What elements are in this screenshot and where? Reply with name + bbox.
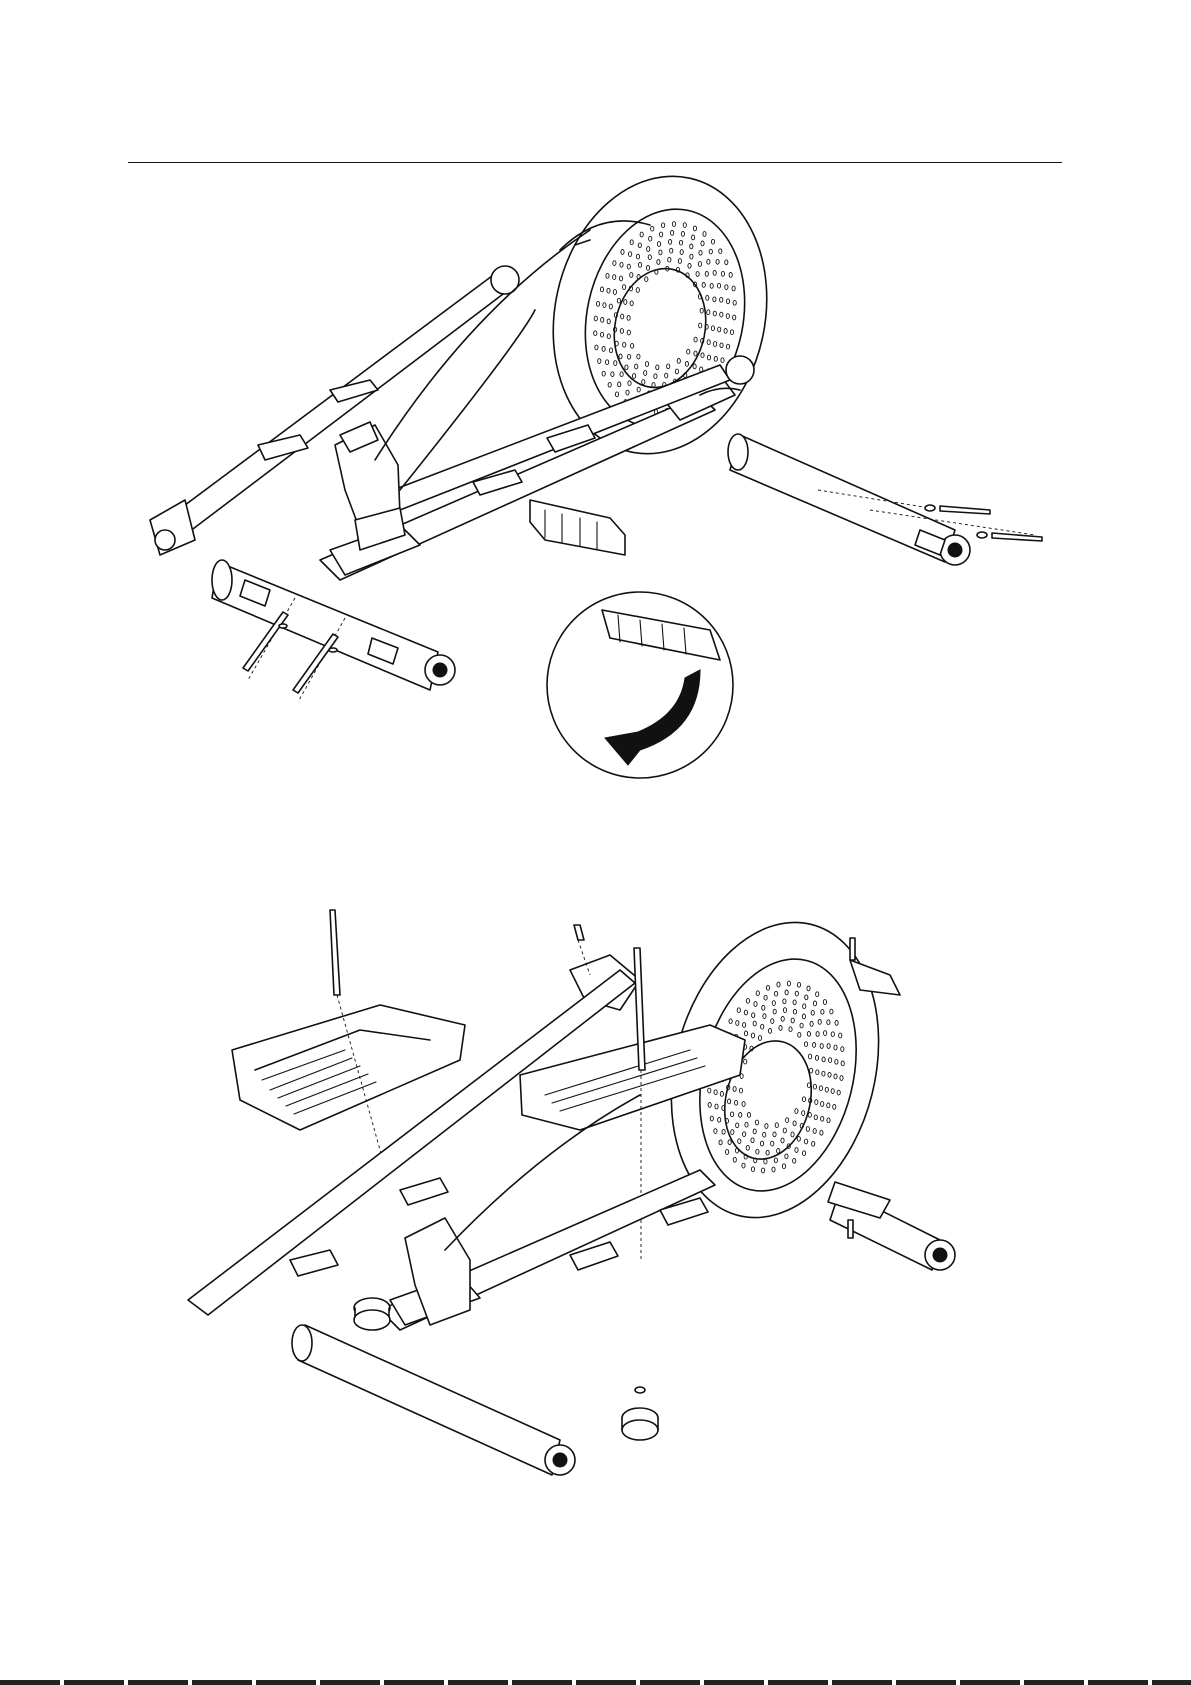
- assembly-figure-bottom: [0, 920, 1191, 1540]
- rear-stabilizer-tube: [728, 434, 970, 565]
- assembly-figure-top: [0, 190, 1191, 820]
- end-cap-detail-callout: [547, 592, 733, 778]
- header-divider-line: [128, 162, 1062, 163]
- page-bottom-border: [0, 1680, 1191, 1685]
- rear-end-cap-part: [530, 500, 625, 555]
- rear-stabilizer-tube: [828, 1182, 955, 1270]
- front-post: [335, 422, 405, 550]
- front-stabilizer-tube: [292, 1325, 575, 1475]
- frame-stabilizer-illustration: [0, 190, 1191, 820]
- pedal-leveler-illustration: [0, 920, 1191, 1540]
